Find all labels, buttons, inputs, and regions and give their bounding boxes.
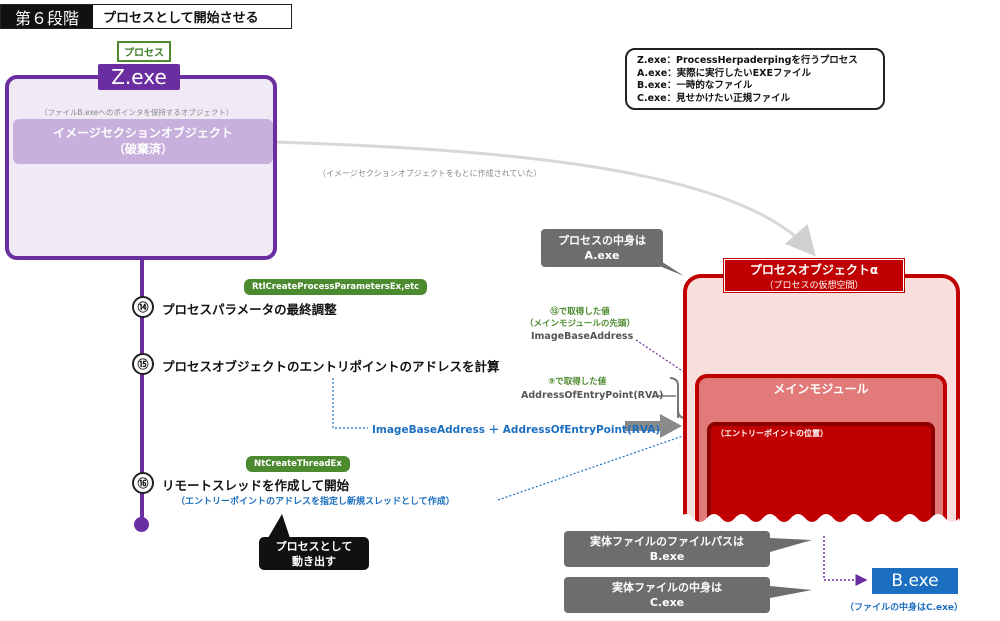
process-content-callout: プロセスの中身は A.exe <box>541 229 663 267</box>
main-module-title: メインモジュール <box>773 382 869 396</box>
file-content-line1: 実体ファイルの中身は <box>612 581 722 594</box>
z-exe-process-box <box>5 75 277 260</box>
process-content-line2: A.exe <box>584 249 620 262</box>
process-object-title: プロセスオブジェクトα <box>749 263 879 277</box>
b-exe-label: B.exe <box>872 568 958 594</box>
ep-calc-dotted-line <box>332 378 368 429</box>
step-15-number: ⑮ <box>132 353 154 375</box>
start-callout-line1: プロセスとして <box>275 540 353 553</box>
file-content-callout: 実体ファイルの中身は C.exe <box>564 577 770 613</box>
b-exe-note: （ファイルの中身はC.exe） <box>845 603 964 613</box>
timeline-end-dot <box>134 517 149 532</box>
image-section-title: イメージセクションオブジェクト <box>53 126 233 140</box>
process-object-label: プロセスオブジェクトα （プロセスの仮想空間） <box>724 259 904 292</box>
rva-label: AddressOfEntryPoint(RVA) <box>521 390 664 401</box>
stage-title: プロセスとして開始させる <box>103 11 259 26</box>
legend-item: C.exe：見せかけたい正規ファイル <box>637 92 791 104</box>
file-path-callout: 実体ファイルのファイルパスは B.exe <box>564 531 770 567</box>
stage-number: 第６段階 <box>1 5 93 28</box>
legend-item: Z.exe：ProcessHerpaderpingを行うプロセス <box>637 55 858 66</box>
process-content-line1: プロセスの中身は <box>558 234 646 247</box>
file-content-line2: C.exe <box>649 596 685 609</box>
legend-item: B.exe：一時的なファイル <box>637 80 753 91</box>
imagebase-note-line1: ⑬で取得した値 <box>550 307 610 317</box>
process-object-subtitle: （プロセスの仮想空間） <box>764 281 864 291</box>
file-path-line2: B.exe <box>649 550 685 563</box>
step-14-number: ⑭ <box>132 296 154 318</box>
timeline-line <box>140 260 144 522</box>
process-tag: プロセス <box>117 41 171 62</box>
rva-brace <box>669 377 687 419</box>
thread-dotted-line <box>497 427 707 501</box>
api-tag-ntcreatethreadex: NtCreateThreadEx <box>246 456 350 472</box>
b-exe-dotted-arrow <box>823 524 868 586</box>
api-tag-rtlcreateprocessparameters: RtlCreateProcessParametersEx,etc <box>244 279 428 295</box>
stage-header: 第６段階 プロセスとして開始させる <box>0 4 292 29</box>
legend-box: Z.exe：ProcessHerpaderpingを行うプロセス A.exe：実… <box>625 48 885 110</box>
step-16-number: ⑯ <box>132 472 154 494</box>
file-path-line1: 実体ファイルのファイルパスは <box>590 535 744 548</box>
image-section-object: イメージセクションオブジェクト （破棄済） <box>13 119 273 164</box>
wavy-edge <box>679 514 964 534</box>
section-to-process-arrow <box>272 140 816 257</box>
imagebase-dotted-line <box>635 339 691 377</box>
formula-arrow <box>625 414 682 438</box>
entry-point-box <box>707 422 935 524</box>
step-16-text: リモートスレッドを作成して開始 <box>162 478 350 493</box>
legend-item: A.exe：実際に実行したいEXEファイル <box>637 67 811 79</box>
entry-point-label: （エントリーポイントの位置） <box>716 429 828 438</box>
pointer-note: （ファイルB.exeへのポインタを保持するオブジェクト） <box>40 108 234 117</box>
imagebase-label: ImageBaseAddress <box>531 331 634 342</box>
imagebase-note: ⑬で取得した値 （メインモジュールの先頭） <box>510 306 650 330</box>
start-callout-line2: 動き出す <box>292 555 336 568</box>
step-15-text: プロセスオブジェクトのエントリポイントのアドレスを計算 <box>162 359 500 374</box>
created-note: （イメージセクションオブジェクトをもとに作成されていた） <box>318 169 542 178</box>
start-process-callout: プロセスとして 動き出す <box>259 537 369 570</box>
z-exe-label: Z.exe <box>98 64 180 90</box>
imagebase-note-line2: （メインモジュールの先頭） <box>525 319 635 329</box>
image-section-status: （破棄済） <box>112 142 173 156</box>
rva-note: ⑨で取得した値 <box>548 377 607 387</box>
entry-point-formula: ImageBaseAddress ＋ AddressOfEntryPoint(R… <box>372 424 661 436</box>
step-16-note: （エントリーポイントのアドレスを指定し新規スレッドとして作成） <box>176 497 455 507</box>
step-14-text: プロセスパラメータの最終調整 <box>162 302 337 317</box>
